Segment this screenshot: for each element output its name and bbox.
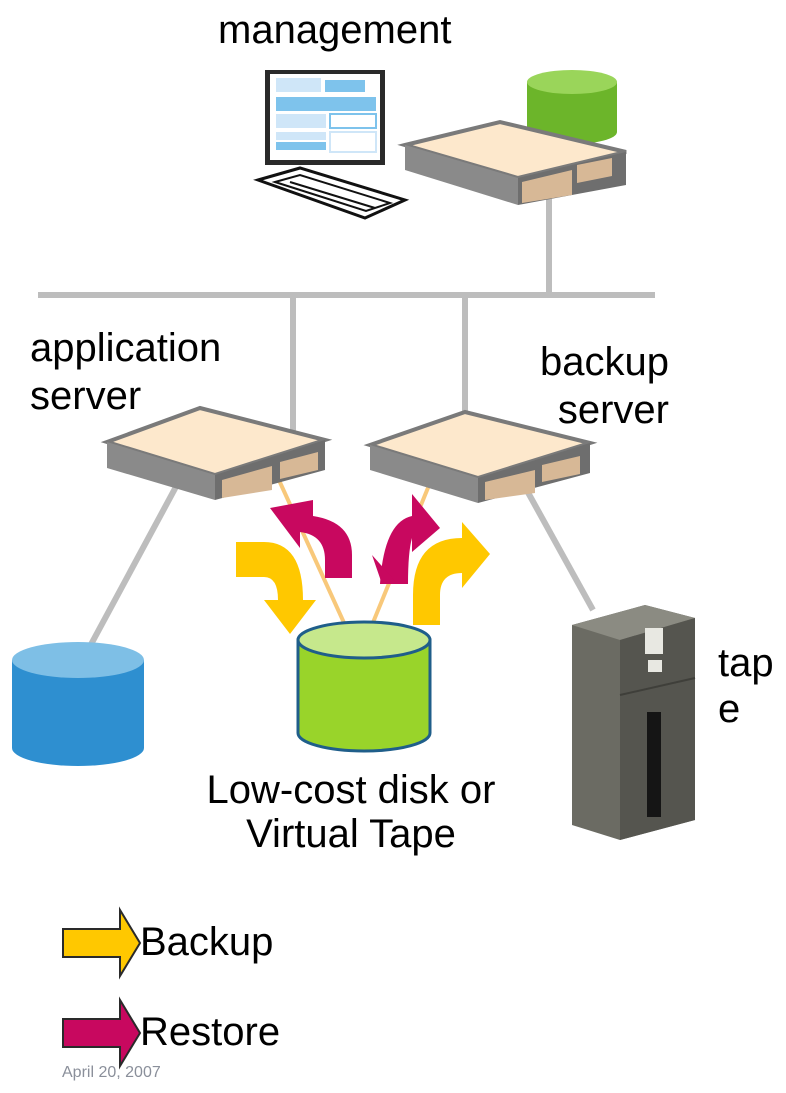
management-disk <box>527 70 617 144</box>
backup-to-tape-link <box>517 476 596 612</box>
management-server <box>397 119 627 205</box>
app-to-blue-disk-link <box>85 468 188 652</box>
application-server-label-line2: server <box>30 374 142 418</box>
low-cost-disk-label: Low-cost disk or Virtual Tape <box>176 768 526 856</box>
network-lines <box>38 195 655 652</box>
legend <box>62 906 142 1070</box>
restore-arrow-left <box>270 500 352 578</box>
legend-restore-label: Restore <box>140 1010 281 1054</box>
tape-label-line2: e <box>718 687 741 731</box>
tape-label: tap e <box>718 640 774 732</box>
legend-restore-icon <box>62 996 142 1070</box>
low-cost-disk-label-line2: Virtual Tape <box>246 812 456 856</box>
keyboard <box>253 166 410 220</box>
backup-arrow-left <box>236 542 316 634</box>
low-cost-disk <box>296 620 432 753</box>
backup-server-label-line2: server <box>557 388 669 432</box>
legend-backup-icon <box>62 906 142 980</box>
application-server-label-line1: application <box>30 326 222 370</box>
tape-library <box>572 605 696 840</box>
app-to-green-disk-link <box>276 477 347 626</box>
restore-arrows <box>270 494 440 584</box>
management-monitor <box>265 70 385 165</box>
backup-arrow-right <box>413 522 490 625</box>
application-server <box>100 405 333 500</box>
backup-server-label: backup server <box>540 338 669 434</box>
management-label: management <box>218 8 452 52</box>
backup-arrows <box>236 522 490 634</box>
footer-date: April 20, 2007 <box>62 1064 161 1081</box>
tape-label-line1: tap <box>718 641 774 685</box>
application-server-label: application server <box>30 324 221 420</box>
low-cost-disk-label-line1: Low-cost disk or <box>206 768 496 812</box>
restore-arrow-right-tail <box>372 555 396 584</box>
restore-arrow-right <box>380 494 440 584</box>
legend-backup-label: Backup <box>140 920 274 964</box>
backup-server <box>363 409 598 503</box>
application-disk <box>12 642 144 766</box>
backup-server-label-line1: backup <box>540 340 669 384</box>
